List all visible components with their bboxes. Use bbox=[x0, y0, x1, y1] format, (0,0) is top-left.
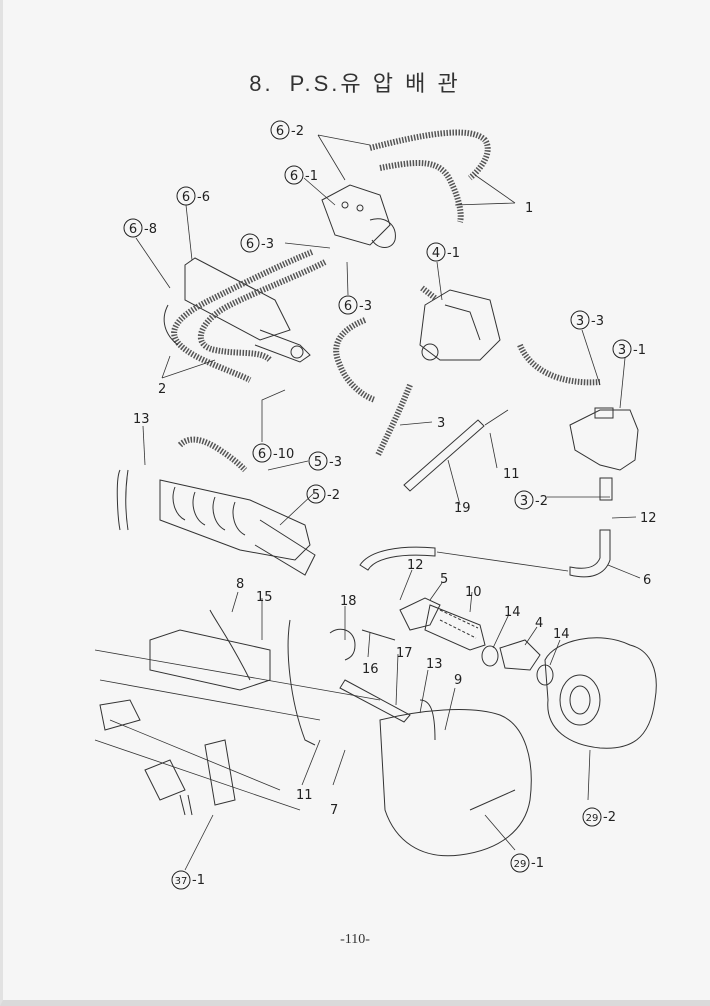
svg-text:5: 5 bbox=[314, 455, 322, 470]
suction-hose-6 bbox=[359, 529, 611, 578]
svg-text:-1: -1 bbox=[531, 856, 544, 871]
svg-text:6: 6 bbox=[182, 190, 190, 205]
valve-hoses bbox=[333, 317, 601, 457]
svg-text:-8: -8 bbox=[144, 222, 157, 237]
control-valve-4-1 bbox=[419, 285, 501, 361]
title-text: P.S.유 압 배 관 bbox=[289, 71, 461, 96]
svg-text:-2: -2 bbox=[327, 488, 340, 503]
svg-text:-1: -1 bbox=[305, 169, 318, 184]
callout-5-3: 5 -3 bbox=[308, 451, 342, 471]
svg-text:-3: -3 bbox=[261, 237, 274, 252]
page-number: -110- bbox=[340, 932, 370, 947]
callout-3-3: 3 -3 bbox=[570, 310, 604, 330]
cylinder-6-6 bbox=[184, 257, 311, 363]
callout-6-8: 6 -8 bbox=[123, 218, 157, 238]
label-2: 2 bbox=[158, 382, 166, 397]
svg-text:-1: -1 bbox=[447, 246, 460, 261]
label-9: 9 bbox=[454, 673, 462, 688]
label-11-bottom: 11 bbox=[296, 788, 313, 803]
label-7: 7 bbox=[330, 803, 338, 818]
callout-5-2: 5 -2 bbox=[306, 484, 340, 504]
valve-block-6-1 bbox=[321, 184, 396, 248]
label-5: 5 bbox=[440, 572, 448, 587]
svg-text:-2: -2 bbox=[535, 494, 548, 509]
callout-6-1: 6 -1 bbox=[284, 165, 318, 185]
svg-text:-3: -3 bbox=[591, 314, 604, 329]
svg-text:6: 6 bbox=[276, 124, 284, 139]
label-16: 16 bbox=[362, 662, 379, 677]
svg-text:6: 6 bbox=[258, 447, 266, 462]
svg-text:-3: -3 bbox=[359, 299, 372, 314]
cylinder-hoses-2 bbox=[163, 249, 327, 383]
svg-text:-3: -3 bbox=[329, 455, 342, 470]
leader-lines bbox=[135, 134, 641, 871]
transmission-29-1 bbox=[339, 679, 532, 857]
svg-text:-1: -1 bbox=[633, 343, 646, 358]
svg-text:3: 3 bbox=[576, 314, 584, 329]
label-12-right: 12 bbox=[640, 511, 657, 526]
upper-hoses-1 bbox=[369, 129, 491, 223]
label-14-left: 14 bbox=[504, 605, 521, 620]
label-14-right: 14 bbox=[553, 627, 570, 642]
page-title: 8. P.S.유 압 배 관 bbox=[0, 66, 710, 98]
callout-37-1: 37 -1 bbox=[171, 870, 205, 890]
label-4: 4 bbox=[535, 616, 543, 631]
callout-6-10: 6 -10 bbox=[252, 443, 294, 463]
strainer-assembly bbox=[329, 597, 554, 686]
callout-6-2: 6 -2 bbox=[270, 120, 304, 140]
callout-4-1: 4 -1 bbox=[426, 242, 460, 262]
label-6: 6 bbox=[643, 573, 651, 588]
svg-text:6: 6 bbox=[129, 222, 137, 237]
svg-text:29: 29 bbox=[514, 859, 527, 870]
svg-text:-6: -6 bbox=[197, 190, 210, 205]
label-13-mid: 13 bbox=[426, 657, 443, 672]
svg-text:-1: -1 bbox=[192, 873, 205, 888]
label-12-mid: 12 bbox=[407, 558, 424, 573]
svg-text:5: 5 bbox=[312, 488, 320, 503]
svg-text:6: 6 bbox=[290, 169, 298, 184]
oil-tank-3-1 bbox=[569, 407, 639, 501]
svg-text:4: 4 bbox=[432, 246, 440, 261]
label-11-right: 11 bbox=[503, 467, 520, 482]
svg-text:-2: -2 bbox=[291, 124, 304, 139]
label-15: 15 bbox=[256, 590, 273, 605]
callout-29-2: 29 -2 bbox=[582, 807, 616, 827]
label-17: 17 bbox=[396, 646, 413, 661]
pump-5-2 bbox=[116, 436, 316, 576]
svg-text:-2: -2 bbox=[603, 810, 616, 825]
svg-text:6: 6 bbox=[246, 237, 254, 252]
callout-6-3-upper: 6 -3 bbox=[240, 233, 274, 253]
callout-3-2: 3 -2 bbox=[514, 490, 548, 510]
label-18: 18 bbox=[340, 594, 357, 609]
title-number: 8. bbox=[249, 71, 274, 96]
label-3: 3 bbox=[437, 416, 445, 431]
svg-text:3: 3 bbox=[618, 343, 626, 358]
label-13-left: 13 bbox=[133, 412, 150, 427]
transmission-29-2 bbox=[544, 637, 657, 749]
label-8: 8 bbox=[236, 577, 244, 592]
frame-37-1 bbox=[94, 609, 381, 816]
callout-3-1: 3 -1 bbox=[612, 339, 646, 359]
callout-6-3-lower: 6 -3 bbox=[338, 295, 372, 315]
callout-29-1: 29 -1 bbox=[510, 853, 544, 873]
svg-text:29: 29 bbox=[586, 813, 599, 824]
part-labels: 1 2 3 11 19 13 12 6 12 5 10 14 4 14 18 1… bbox=[133, 201, 657, 818]
label-1: 1 bbox=[525, 201, 533, 216]
svg-text:3: 3 bbox=[520, 494, 528, 509]
callout-6-6: 6 -6 bbox=[176, 186, 210, 206]
label-19: 19 bbox=[454, 501, 471, 516]
svg-text:6: 6 bbox=[344, 299, 352, 314]
pipe-19 bbox=[403, 419, 485, 492]
svg-text:37: 37 bbox=[175, 876, 188, 887]
label-10: 10 bbox=[465, 585, 482, 600]
svg-text:-10: -10 bbox=[273, 447, 294, 462]
